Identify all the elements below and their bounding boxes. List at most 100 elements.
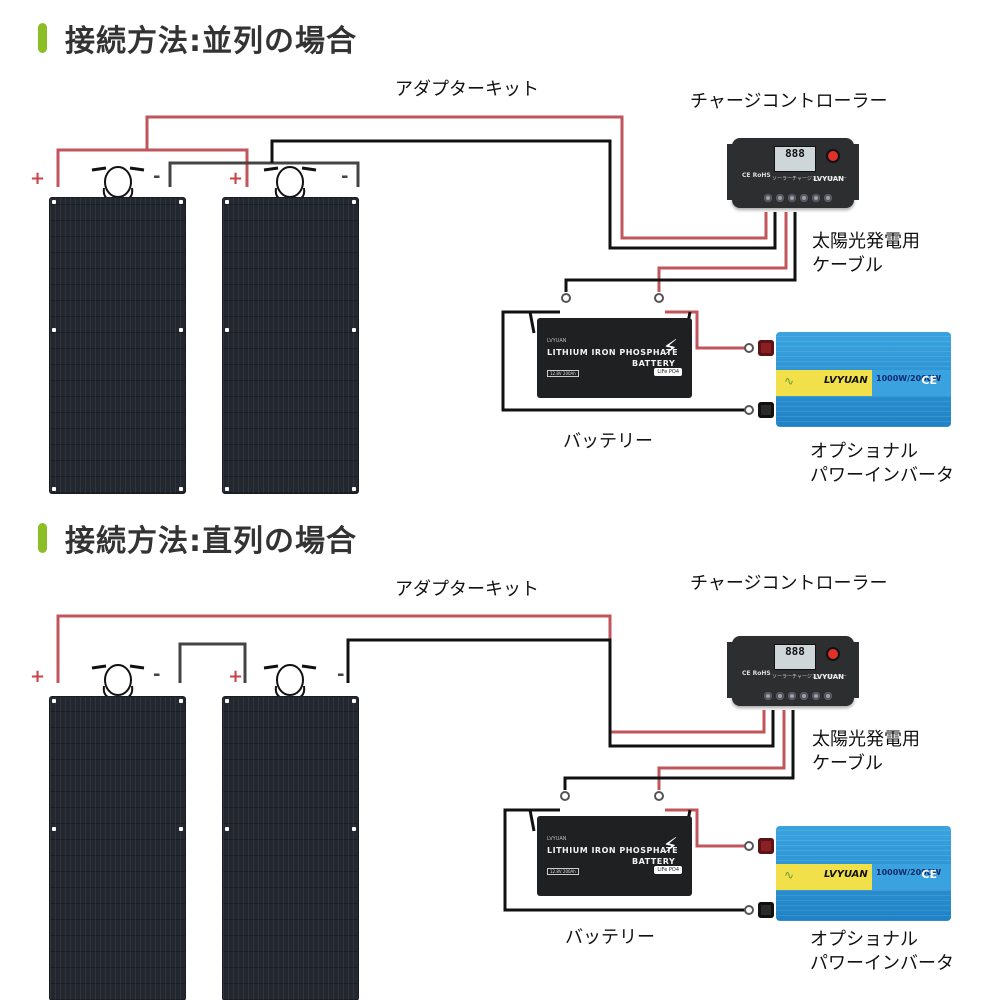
adapter-kit-label: アダプターキット [395, 79, 539, 100]
ring-terminal [744, 405, 754, 415]
inverter-positive-terminal [758, 340, 774, 356]
battery-chemistry-badge: LiFe PO4 [654, 368, 682, 376]
inverter-power-rating: 1000W/2000W [876, 868, 942, 877]
ring-terminal [654, 791, 664, 801]
inverter-label-line1: オプショナル [810, 929, 918, 950]
solar-panel [223, 198, 358, 493]
negative-wire-battery-inverter [503, 808, 745, 912]
negative-wire-controller-battery [563, 710, 795, 790]
battery-spec: 12.8V 200Ah [547, 868, 579, 875]
battery-title-line2: BATTERY [632, 857, 676, 866]
positive-wire-battery-inverter [665, 310, 745, 350]
panel-2-minus-sign: - [337, 664, 345, 685]
solar-cable-label-line1: 太陽光発電用 [812, 231, 920, 252]
wiring-diagram [56, 115, 797, 415]
negative-wire-to-controller [346, 638, 775, 748]
solar-cable-label-line2: ケーブル [812, 255, 883, 276]
battery-title-line2: BATTERY [632, 359, 676, 368]
panel-2-plus-sign: + [228, 168, 244, 189]
controller-lcd: 888 [774, 644, 816, 670]
controller-led-icon [828, 649, 838, 659]
panel-1-plus-sign: + [30, 666, 46, 687]
charge-controller-label: チャージコントローラー [690, 573, 888, 594]
solar-panel [50, 198, 185, 493]
battery-spec: 12.8V 200Ah [547, 370, 579, 377]
section-title-text: 接続方法:並列の場合 [65, 24, 357, 59]
inverter-label-line1: オプショナル [810, 441, 918, 462]
lithium-battery: LVYUAN LITHIUM IRON PHOSPHATE BATTERY 12… [537, 318, 692, 398]
battery-post [528, 809, 536, 832]
solar-panel [50, 697, 185, 1000]
negative-wire-controller-battery [564, 212, 797, 292]
ce-mark: CE [921, 374, 937, 387]
power-inverter: ∿ LVYUAN 1000W/2000W CE [776, 332, 951, 427]
lightning-bolt-icon: ⚡ [662, 336, 678, 361]
ring-terminal [744, 343, 754, 353]
panel-2-plus-sign: + [228, 666, 244, 687]
panel-1-minus-sign: - [153, 664, 161, 685]
section-title-text: 接続方法:直列の場合 [65, 524, 357, 559]
parallel-section: 接続方法:並列の場合 + - + - [30, 18, 954, 493]
panel-cable-coil-icon [91, 664, 145, 700]
panel-2-minus-sign: - [341, 166, 349, 187]
battery-title-line1: LITHIUM IRON PHOSPHATE [547, 846, 679, 855]
inverter-negative-terminal [758, 402, 774, 418]
adapter-kit-label: アダプターキット [395, 579, 539, 600]
ring-terminal [560, 791, 570, 801]
controller-cert: CE RoHS [742, 670, 771, 677]
battery-logo: LVYUAN [547, 836, 567, 842]
battery-label: バッテリー [563, 431, 653, 452]
inverter-brand: LVYUAN [824, 869, 868, 880]
ring-terminal [561, 293, 571, 303]
section-title: 接続方法:直列の場合 [38, 518, 357, 559]
solar-panel [223, 697, 358, 1000]
controller-terminals [764, 692, 832, 700]
panel-1-minus-sign: - [153, 166, 161, 187]
controller-cert: CE RoHS [742, 172, 771, 179]
lightning-bolt-icon: ⚡ [662, 834, 678, 859]
battery-chemistry-badge: LiFe PO4 [654, 866, 682, 874]
controller-brand: LVYUAN [813, 175, 844, 183]
panel-cable-coil-icon [263, 664, 317, 700]
controller-lcd: 888 [774, 146, 816, 172]
battery-label: バッテリー [565, 927, 655, 948]
solar-cable-label-line2: ケーブル [812, 753, 883, 774]
solar-cable-label-line1: 太陽光発電用 [812, 729, 920, 750]
inverter-label-line2: パワーインバータ [810, 465, 954, 486]
battery-logo: LVYUAN [547, 338, 567, 344]
ring-terminal [744, 841, 754, 851]
inverter-label-line2: パワーインバータ [810, 953, 954, 974]
inverter-positive-terminal [758, 838, 774, 854]
title-accent-bar [38, 523, 47, 553]
ce-mark: CE [921, 868, 937, 881]
positive-wire-panel-link [56, 148, 249, 187]
inverter-power-rating: 1000W/2000W [876, 374, 942, 383]
positive-wire-to-controller [145, 115, 768, 240]
inverter-negative-terminal [758, 902, 774, 918]
wiring-diagram [56, 614, 795, 915]
ring-terminal [744, 905, 754, 915]
section-title: 接続方法:並列の場合 [38, 18, 357, 59]
battery-title-line1: LITHIUM IRON PHOSPHATE [547, 348, 679, 357]
inverter-brand: LVYUAN [824, 375, 868, 386]
controller-caption: ソーラーチャージコントローラー [772, 674, 847, 680]
controller-caption: ソーラーチャージコントローラー [772, 176, 847, 182]
ring-terminal [654, 293, 664, 303]
series-section: 接続方法:直列の場合 + - + - [0, 500, 1000, 1000]
controller-terminals [764, 194, 832, 202]
sine-wave-icon: ∿ [784, 374, 795, 388]
panel-cable-coil-icon [91, 166, 145, 202]
positive-wire-battery-inverter [665, 808, 745, 848]
controller-brand: LVYUAN [813, 673, 844, 681]
panel-1-plus-sign: + [30, 168, 46, 189]
title-accent-bar [38, 23, 47, 53]
charge-controller: 888 CE RoHS ソーラーチャージコントローラー LVYUAN [727, 636, 859, 706]
negative-wire-panel-link [168, 161, 360, 187]
series-link-wire [178, 642, 247, 683]
battery-post [528, 311, 536, 334]
lithium-battery: LVYUAN LITHIUM IRON PHOSPHATE BATTERY 12… [537, 816, 692, 896]
sine-wave-icon: ∿ [784, 868, 795, 882]
charge-controller: 888 CE RoHS ソーラーチャージコントローラー LVYUAN [727, 138, 859, 208]
controller-led-icon [828, 151, 838, 161]
negative-wire-to-controller [270, 139, 777, 250]
